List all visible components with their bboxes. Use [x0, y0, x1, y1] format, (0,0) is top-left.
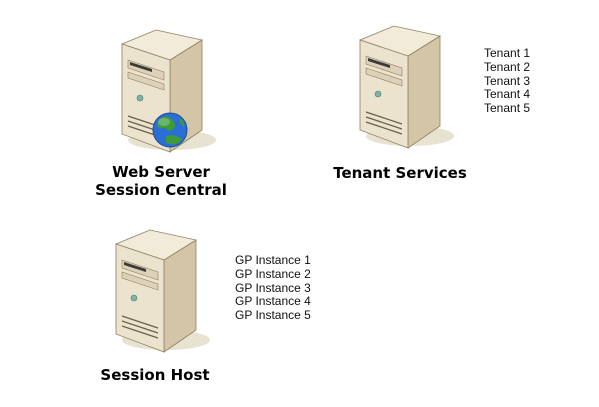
- list-item: Tenant 5: [484, 101, 531, 116]
- web-server-caption: Web Server Session Central: [86, 163, 236, 199]
- session-host-caption: Session Host: [100, 366, 210, 384]
- caption-line: Web Server: [112, 163, 210, 181]
- list-item: GP Instance 3: [235, 280, 311, 295]
- list-item: Tenant 3: [484, 73, 531, 88]
- list-item: Tenant 1: [484, 46, 531, 60]
- tenant-list: Tenant 1 Tenant 2 Tenant 3 Tenant 4 Tena…: [484, 46, 531, 116]
- caption-line: Session Central: [95, 181, 227, 199]
- list-item: GP Instance 1: [235, 253, 311, 267]
- globe-icon: [152, 112, 188, 148]
- list-item: GP Instance 4: [235, 294, 311, 309]
- list-item: Tenant 4: [484, 87, 531, 102]
- list-item: Tenant 2: [484, 59, 531, 74]
- list-item: GP Instance 5: [235, 308, 311, 323]
- server-icon: [359, 25, 455, 149]
- tenant-services-caption: Tenant Services: [333, 164, 467, 182]
- server-icon: [121, 29, 217, 153]
- list-item: GP Instance 2: [235, 266, 311, 281]
- gp-instance-list: GP Instance 1 GP Instance 2 GP Instance …: [235, 253, 311, 323]
- server-icon: [115, 229, 211, 353]
